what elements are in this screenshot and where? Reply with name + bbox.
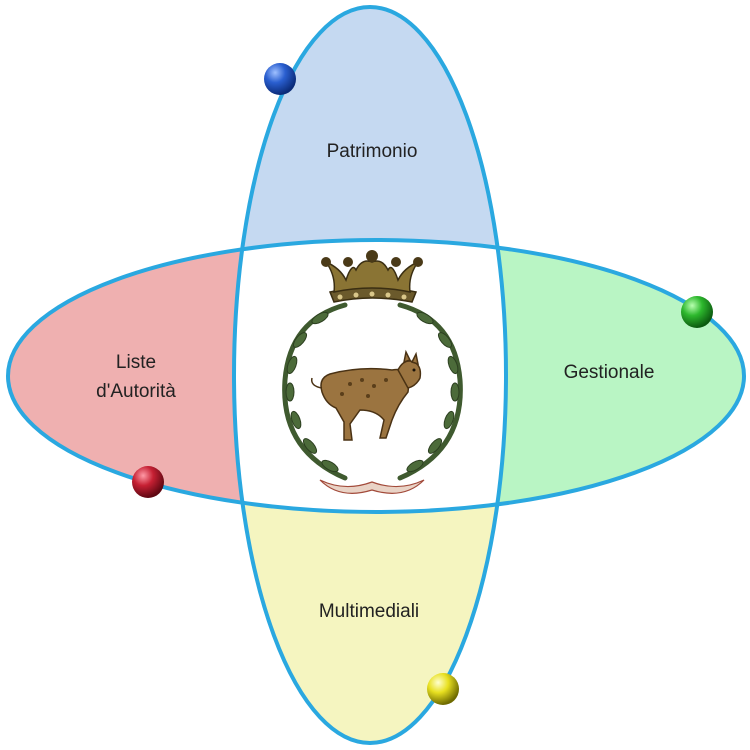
wreath-leaves (285, 311, 460, 473)
label-gestionale: Gestionale (564, 362, 655, 383)
label-patrimonio: Patrimonio (327, 141, 418, 162)
sphere-green-icon (681, 296, 713, 328)
label-liste-line1: Liste (116, 352, 156, 373)
sphere-red-icon (132, 466, 164, 498)
lynx-spots (340, 378, 388, 398)
lynx-icon (310, 349, 422, 441)
sphere-yellow-icon (427, 673, 459, 705)
ribbon-icon (319, 479, 425, 494)
crest-lynx-icon (282, 250, 463, 494)
sphere-blue-icon (264, 63, 296, 95)
horizontal-ellipse-outline (6, 238, 746, 514)
vertical-ellipse-outline (232, 5, 508, 745)
label-multimediali: Multimediali (319, 601, 419, 622)
label-liste-line2: d'Autorità (96, 381, 176, 402)
crown-icon (321, 250, 423, 303)
